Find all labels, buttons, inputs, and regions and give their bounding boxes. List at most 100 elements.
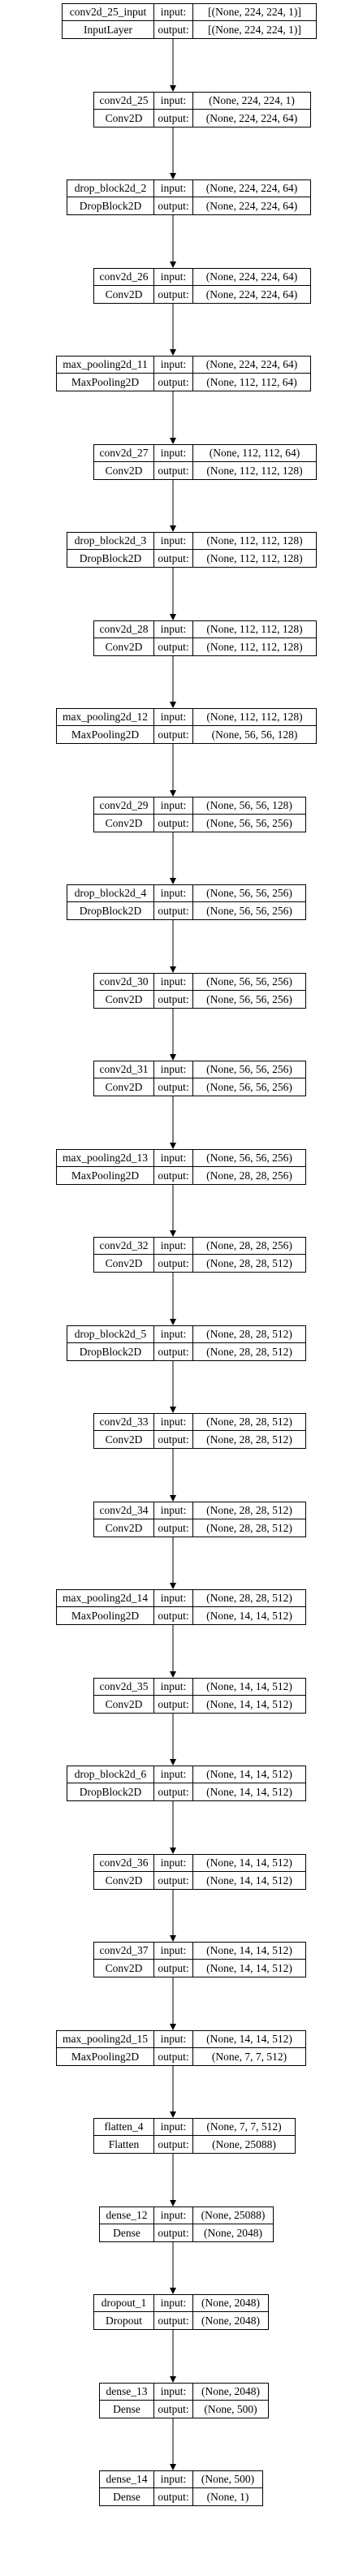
input-shape: (None, 28, 28, 512) [193, 1414, 305, 1431]
layer-type: Dense [100, 2224, 154, 2241]
output-label: output: [154, 110, 193, 127]
output-shape: (None, 56, 56, 256) [206, 904, 292, 917]
output-shape: (None, 112, 112, 128) [206, 551, 303, 564]
layer-type: DropBlock2D [67, 1343, 154, 1360]
layer-name: conv2d_37 [94, 1943, 154, 1960]
input-shape: (None, 28, 28, 512) [193, 1326, 305, 1343]
output-shape: (None, 28, 28, 512) [206, 1521, 292, 1534]
output-shape: (None, 28, 28, 256) [206, 1169, 292, 1182]
input-shape: (None, 14, 14, 512) [193, 1766, 305, 1783]
input-shape: (None, 224, 224, 64) [193, 357, 310, 374]
output-shape: (None, 224, 224, 64) [205, 199, 298, 212]
input-label: input: [154, 885, 193, 902]
input-shape: (None, 56, 56, 256) [193, 885, 305, 902]
layer-type: Conv2D [94, 462, 154, 479]
layer-name: drop_block2d_5 [67, 1326, 154, 1343]
input-shape: (None, 224, 224, 64) [193, 269, 310, 286]
output-label: output: [154, 2136, 193, 2153]
input-label: input: [154, 180, 193, 197]
layer-name: conv2d_32 [94, 1238, 154, 1255]
output-shape: [(None, 224, 224, 1)] [208, 23, 301, 36]
layer-type: Conv2D [94, 1872, 154, 1889]
output-shape: (None, 56, 56, 256) [206, 992, 292, 1005]
input-label: input: [154, 2471, 193, 2488]
output-label: output: [154, 1343, 193, 1360]
layer-name: conv2d_31 [94, 1061, 154, 1078]
output-label: output: [154, 374, 193, 391]
input-label: input: [154, 2295, 193, 2312]
layer-name: flatten_4 [94, 2119, 154, 2136]
layer-name: conv2d_28 [94, 621, 154, 638]
layer-type: MaxPooling2D [57, 1167, 154, 1184]
input-shape: (None, 224, 224, 1) [193, 93, 310, 110]
layer-name: max_pooling2d_14 [57, 1590, 154, 1607]
output-shape: (None, 14, 14, 512) [206, 1609, 292, 1622]
input-shape: (None, 112, 112, 128) [193, 533, 316, 550]
output-label: output: [154, 2312, 193, 2329]
layer-type: DropBlock2D [67, 550, 154, 567]
input-label: input: [154, 709, 193, 726]
input-label: input: [154, 2031, 193, 2048]
layer-name: conv2d_25 [94, 93, 154, 110]
input-shape: (None, 7, 7, 512) [193, 2119, 295, 2136]
output-shape: (None, 112, 112, 128) [206, 464, 303, 477]
output-label: output: [154, 197, 193, 214]
input-label: input: [154, 1061, 193, 1078]
input-shape: (None, 14, 14, 512) [193, 2031, 305, 2048]
output-shape: (None, 14, 14, 512) [206, 1785, 292, 1798]
output-label: output: [154, 1960, 193, 1977]
input-label: input: [154, 974, 193, 991]
layer-name: conv2d_29 [94, 797, 154, 815]
output-label: output: [154, 815, 193, 832]
output-label: output: [154, 286, 193, 303]
layer-type: Conv2D [94, 1078, 154, 1096]
layer-type: Conv2D [94, 1960, 154, 1977]
layer-type: DropBlock2D [67, 197, 154, 214]
layer-type: DropBlock2D [67, 1783, 154, 1800]
output-shape: (None, 1) [206, 2490, 249, 2503]
layer-name: conv2d_36 [94, 1855, 154, 1872]
layer-type: Conv2D [94, 1431, 154, 1448]
layer-name: conv2d_33 [94, 1414, 154, 1431]
layer-name: conv2d_35 [94, 1679, 154, 1696]
layer-name: dense_12 [100, 2207, 154, 2224]
output-label: output: [154, 1607, 193, 1624]
input-label: input: [154, 269, 193, 286]
layer-type: MaxPooling2D [57, 726, 154, 743]
input-label: input: [154, 1150, 193, 1167]
output-label: output: [154, 991, 193, 1008]
layer-type: Conv2D [94, 991, 154, 1008]
output-shape: (None, 224, 224, 64) [205, 287, 298, 300]
output-label: output: [154, 550, 193, 567]
input-shape: (None, 2048) [193, 2384, 268, 2401]
input-label: input: [154, 1590, 193, 1607]
output-label: output: [154, 1872, 193, 1889]
output-label: output: [154, 1696, 193, 1713]
layer-type: Conv2D [94, 110, 154, 127]
input-shape: (None, 56, 56, 256) [193, 1061, 305, 1078]
layer-type: Dropout [94, 2312, 154, 2329]
layer-type: Conv2D [94, 1255, 154, 1272]
output-label: output: [154, 1519, 193, 1537]
output-label: output: [154, 2224, 193, 2241]
layer-name: dense_14 [100, 2471, 154, 2488]
output-shape: (None, 25088) [212, 2137, 276, 2150]
layer-name: drop_block2d_4 [67, 885, 154, 902]
output-label: output: [154, 2401, 193, 2418]
layer-type: Conv2D [94, 638, 154, 655]
layer-name: dropout_1 [94, 2295, 154, 2312]
